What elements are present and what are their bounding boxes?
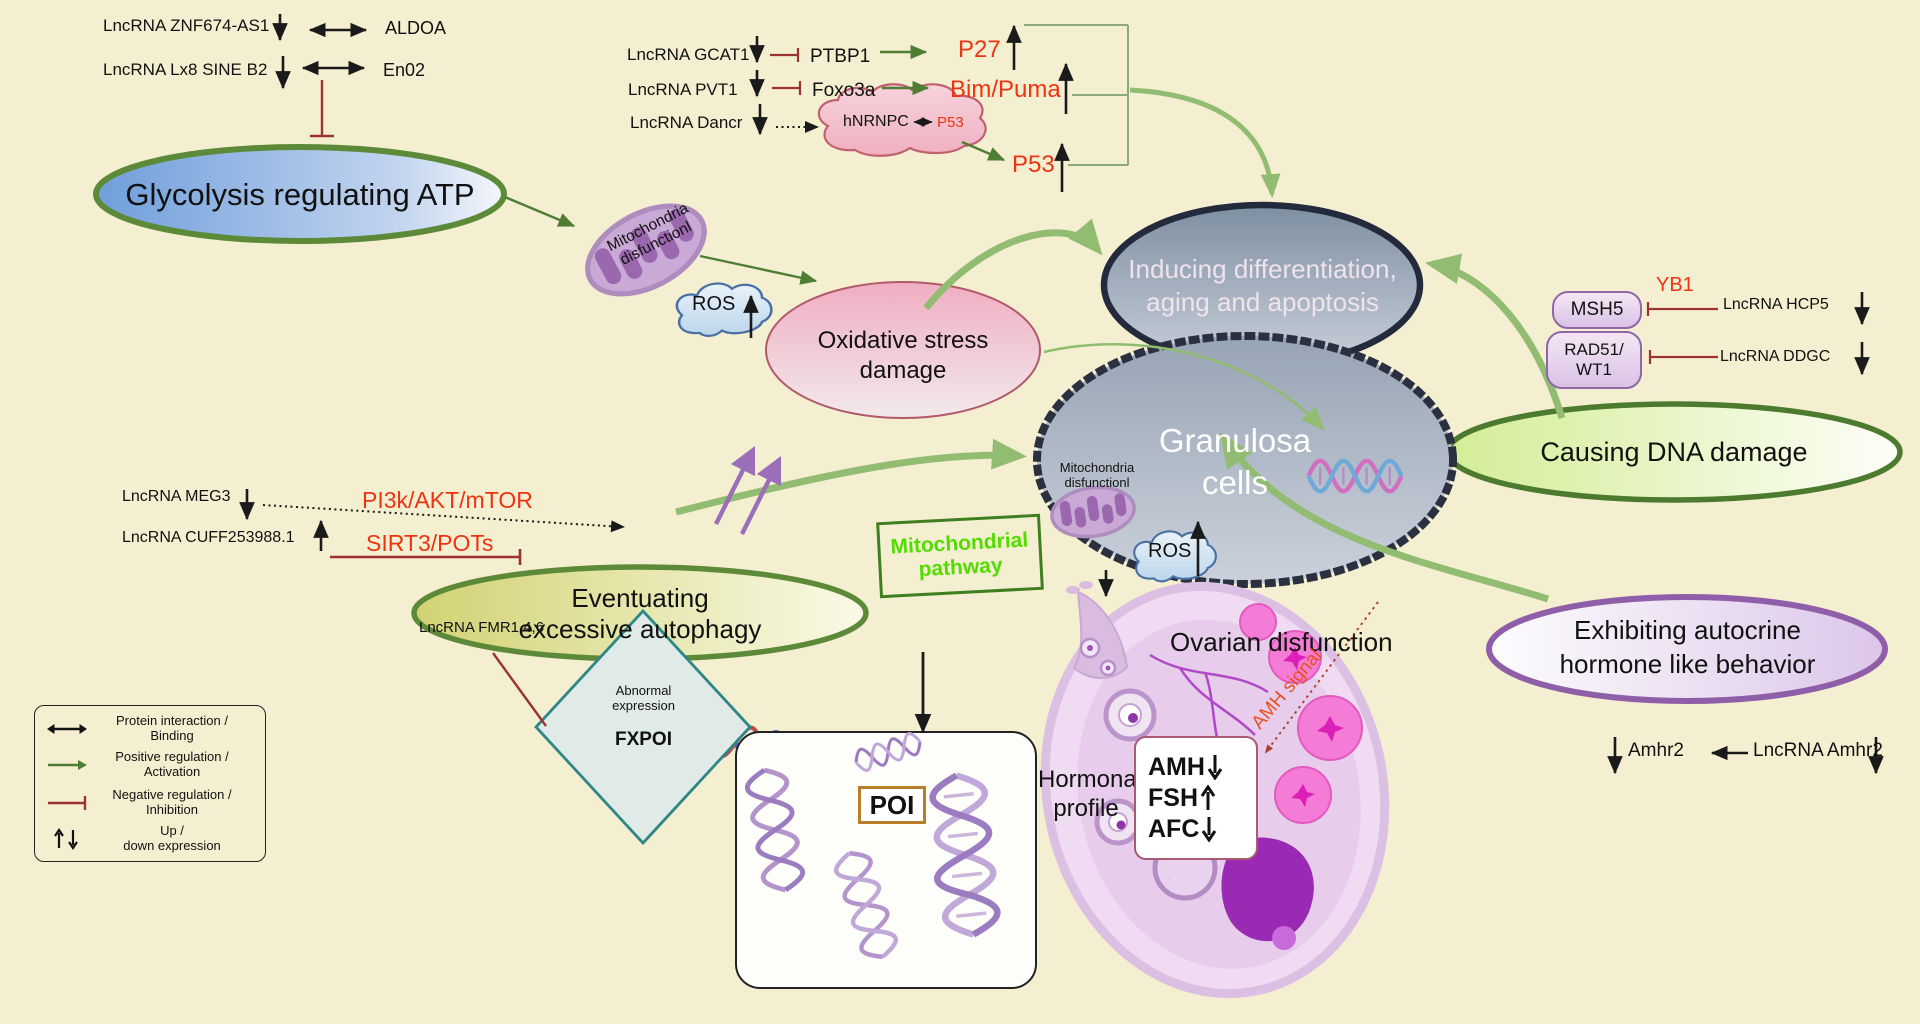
lncrna-pvt1-label: LncRNA PVT1 [628,80,738,99]
rad51-wt1-box: RAD51/WT1 [1546,331,1642,389]
lncrna-ddgc-label: LncRNA DDGC [1720,348,1831,365]
yb1-label: YB1 [1656,274,1694,296]
inhibition-fmr [492,652,547,727]
p53-cloud-label: P53 [937,114,964,131]
inhibition-ptbp1 [770,48,800,62]
hnrnpc-label: hNRNPC [843,113,909,130]
poi-label: POI [858,786,926,824]
hormone-levels-box: AMH FSH AFC [1134,736,1258,860]
dna-icon-granulosa [1306,458,1404,494]
bim-puma-label: Bim/Puma [950,76,1061,103]
up-down-arrows-icon [54,827,78,850]
legend-box: Protein interaction /Binding Positive re… [34,705,266,862]
oxidative-stress-ellipse [765,281,1041,419]
lncrna-meg3-label: LncRNA MEG3 [122,488,231,505]
dotted-arrow-amh-signal [1264,601,1379,754]
ovarian-disfunction-label: Ovarian disfunction [1170,627,1393,657]
poi-box [735,731,1037,989]
ros2-label: ROS [1148,540,1192,562]
fsh-row: FSH [1148,784,1256,813]
fxpoi-diamond [534,608,752,846]
lncrna-cuff-label: LncRNA CUFF253988.1 [122,529,295,546]
inhibition-sirt3 [330,549,522,565]
activation-cloud-p53 [961,140,1006,162]
lncrna-dancr-label: LncRNA Dancr [630,113,743,132]
hnrnpc-cloud-icon [817,83,987,157]
down-arrow-icon [1202,817,1217,842]
lncrna-amhr2-label: LncRNA Amhr2 [1753,740,1883,761]
foxo3a-label: Foxo3a [812,80,876,101]
arrow-exhibiting-to-granulosa [1220,432,1550,603]
purple-arrow-1 [713,445,756,526]
pi3k-akt-mtor-label: PI3k/AKT/mTOR [362,487,533,513]
afc-row: AFC [1148,815,1256,844]
dna-icon-poi-1 [744,767,806,893]
arrow-causing-to-inducing [1425,253,1566,420]
arrow-oxidative-to-inducing [923,218,1103,311]
exhibiting-ellipse [1486,594,1888,704]
inhibition-hcp5-msh5 [1646,302,1718,316]
bracket-lines [1024,24,1129,166]
sirt3-pots-label: SIRT3/POTs [366,530,494,556]
arrow-glycolysis-to-mito [504,195,576,228]
lncrna-gcat1-label: LncRNA GCAT1 [627,45,750,64]
dna-icon-poi-3 [834,851,898,959]
en02-label: En02 [383,60,426,80]
inhibition-foxo3a [772,81,802,95]
glycolysis-label: Glycolysis regulating ATP [125,177,475,212]
dna-icon-poi-2 [929,772,1001,938]
causing-dna-damage-label: Causing DNA damage [1540,437,1808,467]
dna-icon-poi-4 [854,732,922,772]
ovary-corpus-luteum [1239,603,1363,824]
double-arrow-icon [47,723,87,734]
green-arrow-icon [48,759,87,770]
inhibition-glycolysis [310,80,334,138]
p27-label: P27 [958,36,1001,63]
amhr2-label: Amhr2 [1628,740,1684,761]
inducing-label: Inducing differentiation,aging and apopt… [1128,254,1397,318]
legend-item-expression: Up /down expression [45,823,247,853]
legend-item-binding: Protein interaction /Binding [45,713,247,743]
inhibition-ddgc-rad51 [1648,350,1718,364]
msh5-box: MSH5 [1552,291,1642,329]
lncrna-znf674-label: LncRNA ZNF674-AS1 [103,16,270,35]
ptbp1-label: PTBP1 [810,46,871,67]
legend-item-inhibition: Negative regulation /Inhibition [45,787,247,817]
purple-arrow-2 [739,455,782,536]
arrow-bracket-to-inducing [1129,87,1281,198]
down-arrow-icon [1207,755,1223,780]
ros1-label: ROS [692,293,736,315]
legend-item-activation: Positive regulation /Activation [45,749,247,779]
amh-row: AMH [1148,753,1256,782]
aldoa-label: ALDOA [385,18,447,38]
arrow-mito-to-oxidative [699,254,818,285]
up-arrow-icon [1200,785,1216,810]
fxpoi-label: FXPOI [614,729,672,750]
p53-label: P53 [1012,151,1055,178]
lncrna-lx8-label: LncRNA Lx8 SINE B2 [103,60,268,79]
lncrna-fmr-label: LncRNA FMR1,4,6 [419,619,545,636]
arrow-oxidative-to-dna [1043,343,1325,431]
lncrna-hcp5-label: LncRNA HCP5 [1723,296,1829,313]
inhibition-icon [48,795,87,810]
glycolysis-ellipse [93,144,507,244]
